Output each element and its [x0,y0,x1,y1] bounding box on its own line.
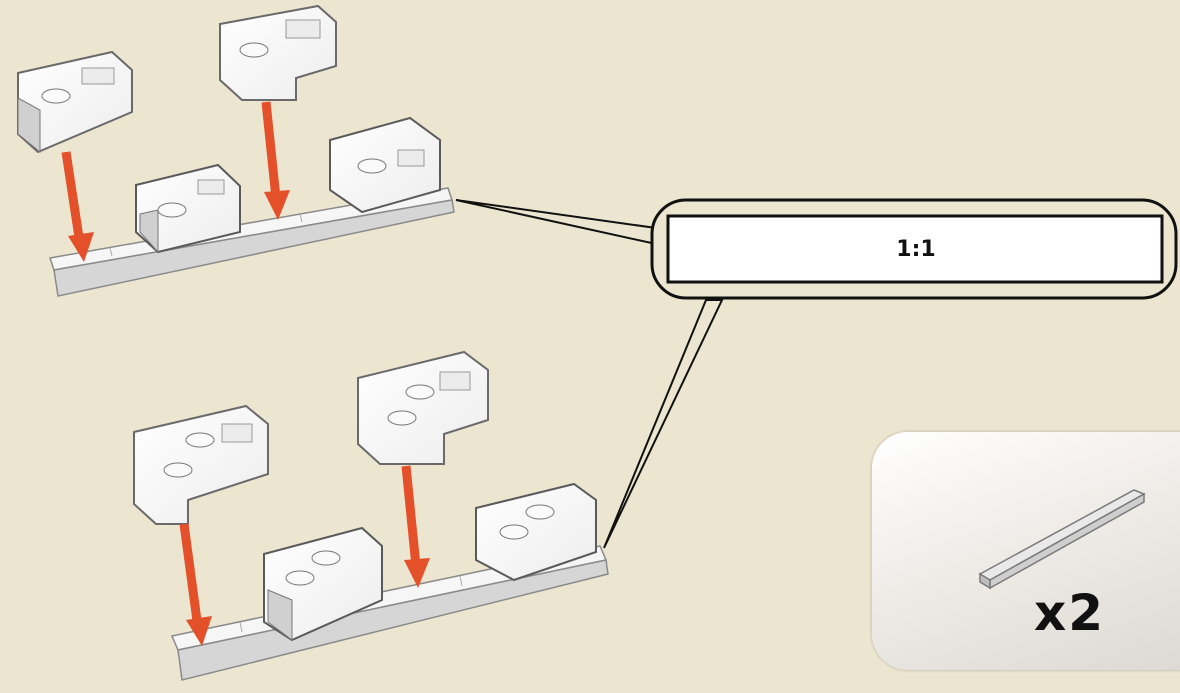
upper-floating-bracket-right [219,4,337,101]
upper-mounted-bracket-right [329,116,441,214]
parts-list-panel [872,432,1180,670]
upper-mounted-bracket-left [135,163,241,254]
callout-leader-lines [455,199,724,549]
scale-callout-box [650,198,1178,300]
scale-label: 1:1 [896,236,936,262]
part-quantity: x2 [1034,584,1106,642]
lower-floating-bracket-right [357,350,489,465]
upper-floating-bracket-left [17,50,133,154]
upper-base-plate [49,187,455,297]
lower-arrow-left [179,523,212,646]
lower-mounted-bracket-left [263,526,383,642]
upper-arrow-right [261,101,290,220]
flat-tile-1x8-icon [978,489,1146,590]
lower-arrow-right [401,465,430,588]
upper-arrow-left [61,151,94,262]
lower-mounted-bracket-right [475,482,597,582]
lower-floating-bracket-left [133,404,269,525]
